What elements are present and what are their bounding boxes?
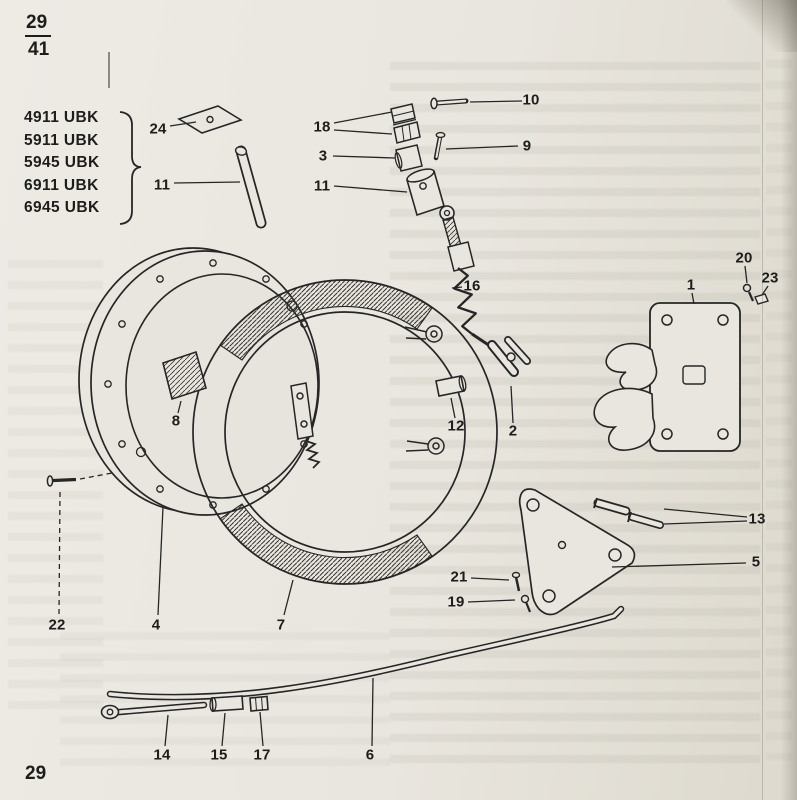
leader-line-1 (691, 292, 695, 305)
page-fraction: 29 41 (25, 12, 52, 61)
part-sleeve-12 (435, 375, 467, 397)
part-clevis-2 (487, 336, 531, 377)
leader-line-7 (283, 579, 294, 616)
model-item: 5911 UBK (24, 131, 99, 149)
leader-line-19 (467, 599, 516, 603)
part-bolt-21 (511, 571, 521, 592)
leader-line-18 (333, 129, 393, 135)
leader-line-8 (177, 400, 182, 414)
leader-line-22 (58, 491, 61, 615)
leader-line-23 (761, 285, 769, 296)
part-screw-22 (46, 475, 77, 487)
leader-line-11 (173, 181, 241, 184)
model-item: 4911 UBK (24, 109, 99, 126)
leader-line-3 (332, 155, 396, 159)
leader-line-6 (371, 677, 374, 747)
part-nut-17 (249, 695, 269, 712)
leader-line-13 (663, 520, 748, 525)
model-list: 4911 UBK 5911 UBK 5945 UBK 6911 UBK 6945 UBK (24, 107, 100, 220)
leader-line-13 (663, 508, 748, 518)
leader-lines (58, 100, 769, 747)
part-brake-shoes-7 (192, 279, 498, 585)
part-spring-nut-18 (390, 103, 421, 144)
part-pin-10 (430, 97, 469, 110)
shoe-adjuster-link (290, 382, 321, 469)
part-pull-rod-6 (106, 605, 625, 701)
leader-line-20 (744, 265, 748, 284)
part-lever-plate-5 (518, 488, 636, 616)
leader-line-22 (79, 472, 113, 480)
leader-line-21 (470, 577, 510, 581)
part-rod-end-14 (100, 701, 208, 720)
leader-line-4 (157, 506, 164, 616)
part-cylinder-3 (394, 144, 423, 172)
part-anchor-bracket-1 (593, 302, 741, 452)
part-bushing-11 (406, 168, 445, 217)
model-item: 6945 UBK (24, 199, 100, 216)
leader-line-2 (510, 385, 514, 424)
models-brace (119, 111, 142, 225)
leader-line-16 (451, 286, 463, 289)
model-item: 5945 UBK (24, 154, 100, 171)
part-lining-pad-8 (162, 350, 207, 401)
page-number-denominator: 41 (28, 39, 50, 60)
part-pin-11-long (234, 145, 267, 229)
part-nut-23 (754, 293, 769, 305)
leader-line-11 (333, 185, 408, 193)
shoe-anchor-upper (404, 325, 443, 343)
leader-line-15 (221, 712, 226, 747)
part-bolt-20 (742, 283, 755, 302)
leader-line-24 (169, 121, 197, 127)
model-item: 6911 UBK (24, 176, 99, 194)
stray-mark (108, 52, 110, 88)
leader-line-12 (450, 397, 456, 419)
part-pins-13 (593, 497, 664, 529)
leader-line-5 (611, 562, 747, 568)
part-plate-24 (177, 105, 243, 134)
leader-line-10 (469, 100, 523, 103)
leader-line-17 (259, 711, 264, 747)
part-sleeve-15 (209, 695, 244, 712)
shoe-anchor-lower (405, 437, 445, 455)
part-adjuster-16 (439, 205, 491, 348)
part-pin-19 (520, 594, 532, 613)
page-number-bottom: 29 (25, 763, 47, 784)
leader-line-9 (445, 145, 519, 150)
leader-line-14 (164, 714, 169, 747)
page-number-numerator: 29 (25, 12, 52, 37)
part-pin-9 (433, 131, 446, 161)
leader-line-18 (333, 111, 393, 124)
